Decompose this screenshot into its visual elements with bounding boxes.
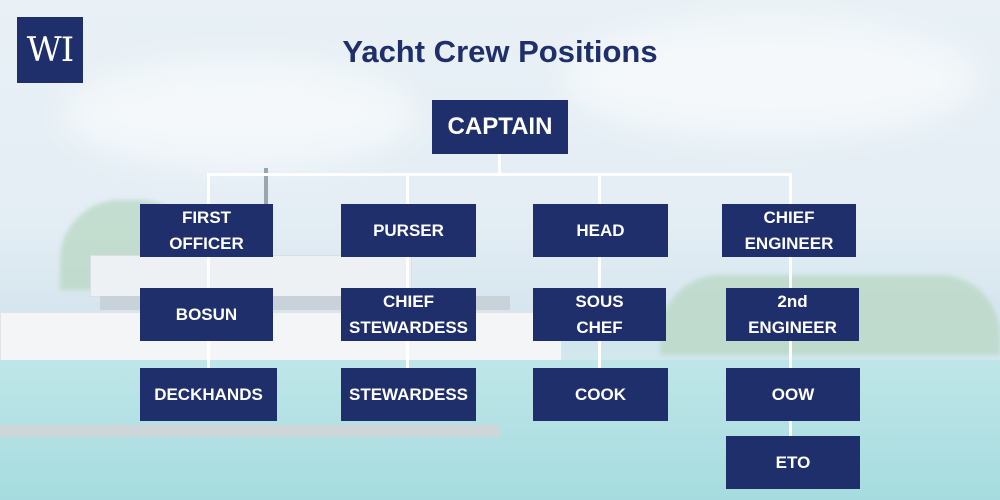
node-eto: ETO [726, 436, 860, 489]
node-first-officer: FIRST OFFICER [140, 204, 273, 257]
page-title: Yacht Crew Positions [342, 34, 658, 69]
node-purser: PURSER [341, 204, 476, 257]
node-chief-stewardess: CHIEF STEWARDESS [341, 288, 476, 341]
background-cloud [60, 60, 420, 170]
connector-column-1 [207, 173, 210, 373]
connector-column-2 [406, 173, 409, 373]
node-chief-engineer: CHIEF ENGINEER [722, 204, 856, 257]
node-cook: COOK [533, 368, 668, 421]
node-sous-chef: SOUS CHEF [533, 288, 666, 341]
background-yacht-hull [0, 312, 562, 404]
node-oow: OOW [726, 368, 860, 421]
node-head: HEAD [533, 204, 668, 257]
background-pier [0, 425, 500, 437]
connector-horizontal-bar [207, 173, 792, 176]
node-2nd-engineer: 2nd ENGINEER [726, 288, 859, 341]
connector-column-3 [598, 173, 601, 373]
node-bosun: BOSUN [140, 288, 273, 341]
brand-logo: WI [17, 17, 83, 83]
node-deckhands: DECKHANDS [140, 368, 277, 421]
node-captain: CAPTAIN [432, 100, 568, 154]
connector-root-down [498, 154, 501, 175]
node-stewardess: STEWARDESS [341, 368, 476, 421]
